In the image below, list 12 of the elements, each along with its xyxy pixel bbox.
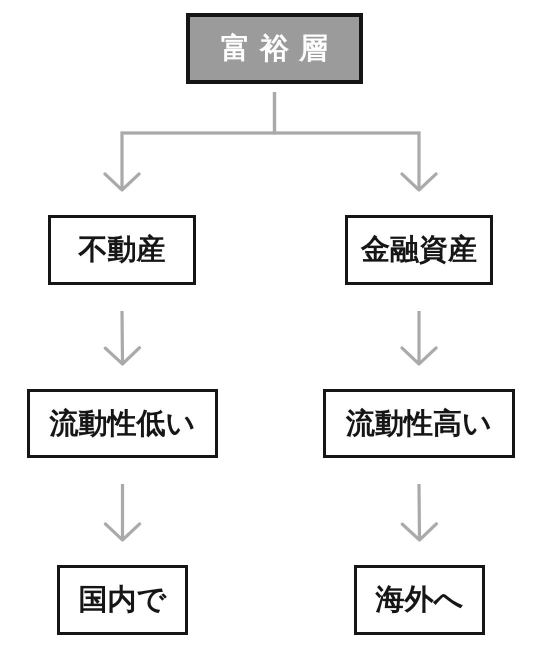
process-box: 国内で	[57, 565, 188, 635]
arrow	[104, 484, 142, 542]
process-box: 流動性高い	[323, 389, 515, 458]
process-box: 流動性低い	[27, 389, 218, 458]
process-box: 海外へ	[354, 565, 485, 635]
arrow	[104, 310, 141, 366]
arrow	[272, 92, 438, 192]
process-box: 金融資産	[345, 215, 493, 285]
heading-box: 富裕層	[186, 13, 363, 84]
arrow	[400, 311, 438, 366]
arrow	[400, 484, 438, 542]
process-box: 不動産	[48, 215, 196, 285]
